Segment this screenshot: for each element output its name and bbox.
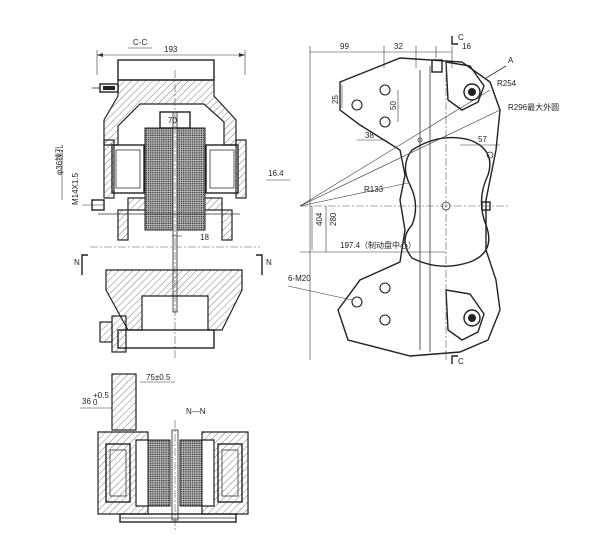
label-nn: N—N <box>186 407 206 416</box>
mounting-holes <box>351 84 391 326</box>
dim-50: 50 <box>389 101 398 110</box>
dim-280: 280 <box>329 212 338 226</box>
label-6-m20: 6-M20 <box>288 274 311 283</box>
dim-70: 70 <box>168 116 177 125</box>
dim-18: 18 <box>200 233 209 242</box>
dim-16: 16 <box>462 42 471 51</box>
marker-c-bottom: C <box>458 357 464 366</box>
bleeder-screw <box>92 83 119 93</box>
marker-a: A <box>508 56 514 65</box>
dim-75: 75±0.5 <box>146 373 171 382</box>
label-cc: C-C <box>133 38 147 47</box>
dim-99: 99 <box>340 42 349 51</box>
r254: R254 <box>497 79 517 88</box>
marker-c-top: C <box>458 33 464 42</box>
section-nn-view: 75±0.5 36 +0.5 0 N—N <box>80 373 249 530</box>
marker-n-left: N <box>74 258 80 267</box>
marker-n-right: N <box>266 258 272 267</box>
dim-404: 404 <box>315 212 324 226</box>
section-cc-view: C-C 193 70 18 <box>54 38 272 360</box>
label-m14: M14X1.5 <box>71 172 80 205</box>
r133: R133 <box>364 185 384 194</box>
dim-36: 36 <box>82 397 91 406</box>
dim-38: 38 <box>365 131 374 140</box>
dim-36-tol2: 0 <box>93 398 98 407</box>
dim-57: 57 <box>478 135 487 144</box>
dim-32: 32 <box>394 42 403 51</box>
dim-16-4: 16.4 <box>268 169 284 178</box>
dim-197-4: 197.4（制动盘中心） <box>340 240 416 250</box>
dim-25: 25 <box>331 95 340 104</box>
r296: R296最大外圆 <box>508 102 559 112</box>
dim-36-tol: +0.5 <box>93 391 109 400</box>
label-bore-36: φ36镗孔 <box>54 145 64 175</box>
front-view: 99 32 16 A <box>266 33 559 366</box>
dim-193: 193 <box>164 45 178 54</box>
